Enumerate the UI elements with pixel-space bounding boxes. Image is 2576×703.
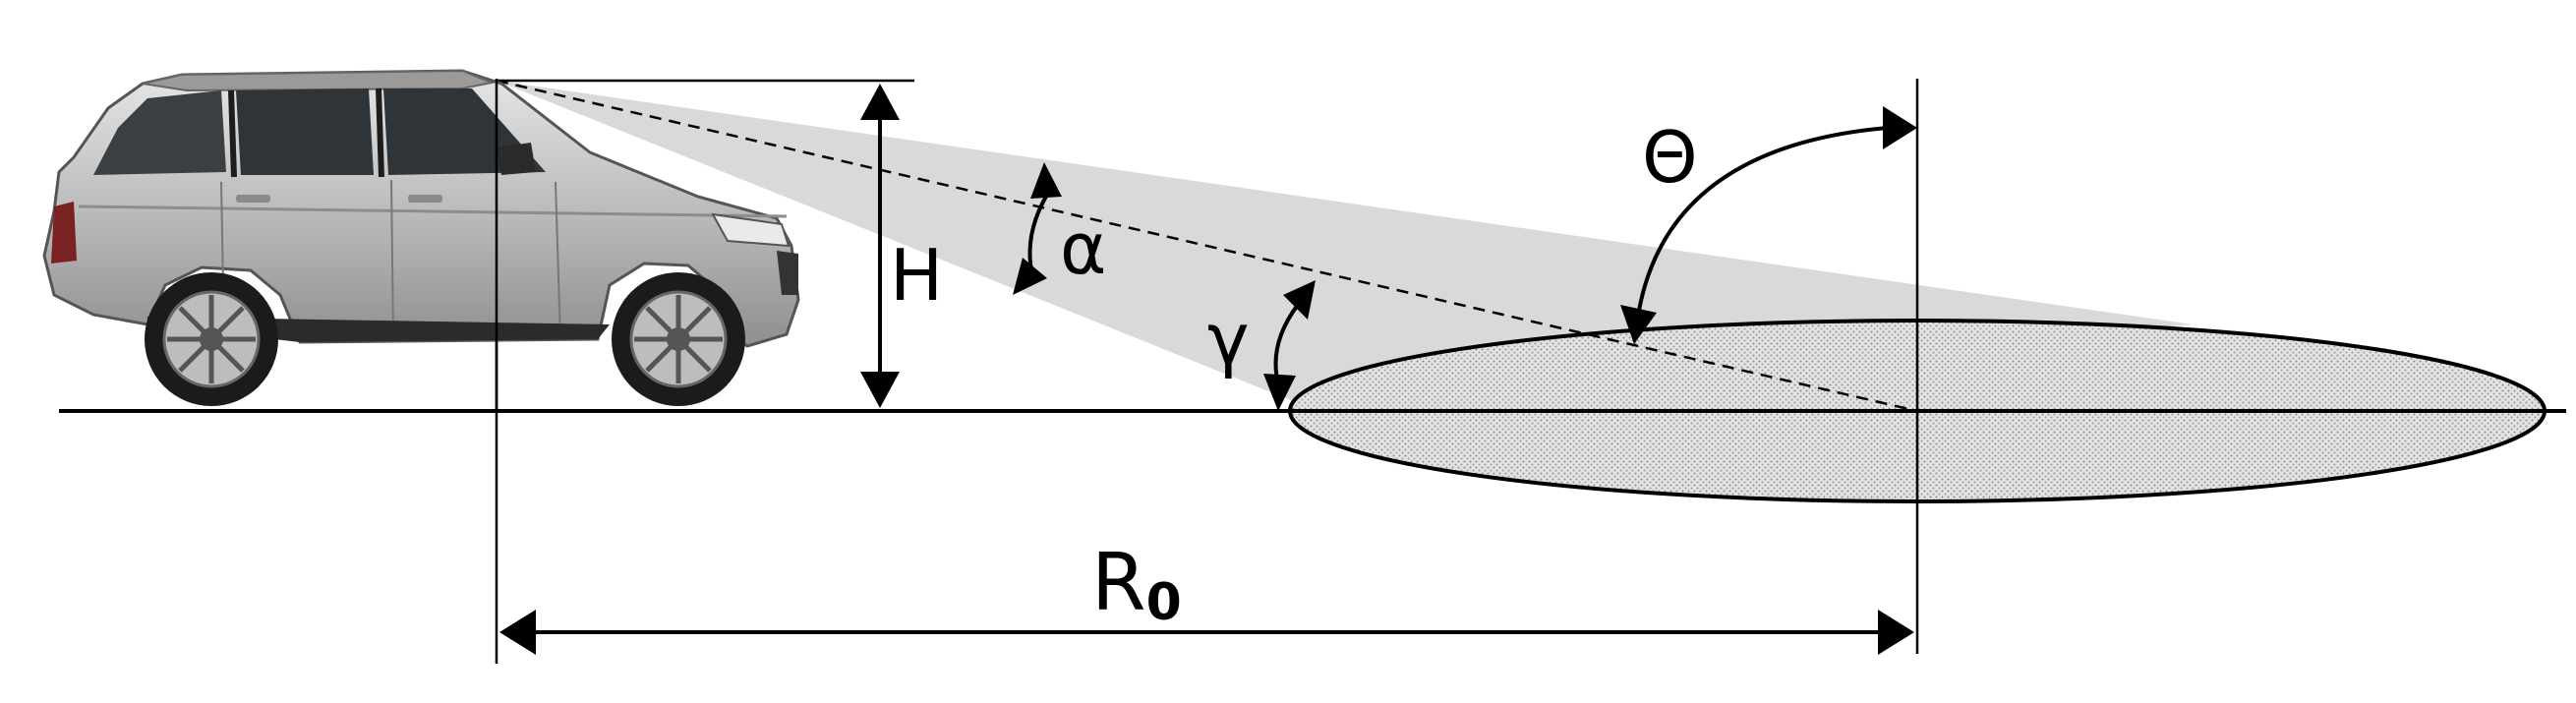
gamma-angle-arrow (1263, 280, 1316, 411)
alpha-angle-arrow (1013, 162, 1062, 295)
theta-angle-arrow (1620, 106, 1917, 344)
alpha-label: α (1060, 207, 1106, 290)
height-label: H (890, 234, 943, 317)
suv-side-view-icon (42, 69, 800, 406)
range-label: R0 (1091, 537, 1182, 632)
boresight-line (496, 79, 1918, 413)
height-dimension-arrow (860, 84, 900, 408)
theta-label: Θ (1642, 116, 1698, 199)
gamma-label: γ (1207, 298, 1250, 381)
front-wheel (612, 272, 745, 406)
range-dimension-arrow (499, 610, 1914, 655)
rear-wheel (145, 272, 278, 406)
